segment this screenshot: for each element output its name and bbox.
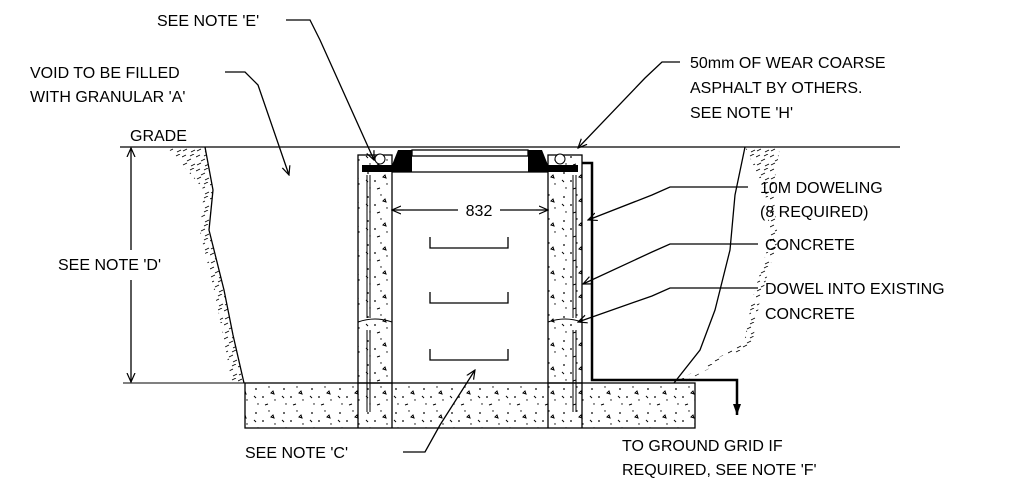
manhole-wall-left	[357, 154, 393, 412]
asphalt-note-line3: SEE NOTE 'H'	[690, 105, 793, 122]
ground-note-line1: TO GROUND GRID IF	[622, 438, 783, 455]
dowel-existing-line1: DOWEL INTO EXISTING	[765, 281, 945, 298]
dowel-existing-line2: CONCRETE	[765, 306, 855, 323]
concrete-label: CONCRETE	[765, 237, 855, 254]
note-e-label: SEE NOTE 'E'	[157, 13, 259, 30]
doweling-note-line1: 10M DOWELING	[760, 180, 883, 197]
manhole-wall-right	[547, 154, 583, 412]
leader-lines	[225, 19, 758, 453]
base-slab	[244, 382, 696, 429]
frame-and-cover	[362, 149, 578, 173]
grade-label: GRADE	[130, 128, 187, 145]
note-c-label: SEE NOTE 'C'	[245, 445, 348, 462]
doweling-note-line2: (8 REQUIRED)	[760, 204, 868, 221]
depth-note-label: SEE NOTE 'D'	[58, 257, 161, 274]
void-note-line2: WITH GRANULAR 'A'	[30, 89, 185, 106]
ground-note-line2: REQUIRED, SEE NOTE 'F'	[622, 462, 817, 479]
ground-conductor	[582, 161, 741, 415]
excavation-left	[167, 146, 245, 384]
asphalt-note-line1: 50mm OF WEAR COARSE	[690, 55, 886, 72]
depth-dimension	[123, 146, 245, 384]
void-note-line1: VOID TO BE FILLED	[30, 65, 180, 82]
ladder-rungs	[429, 237, 509, 361]
dimension-label: 832	[466, 203, 493, 220]
asphalt-note-line2: ASPHALT BY OTHERS.	[690, 80, 863, 97]
